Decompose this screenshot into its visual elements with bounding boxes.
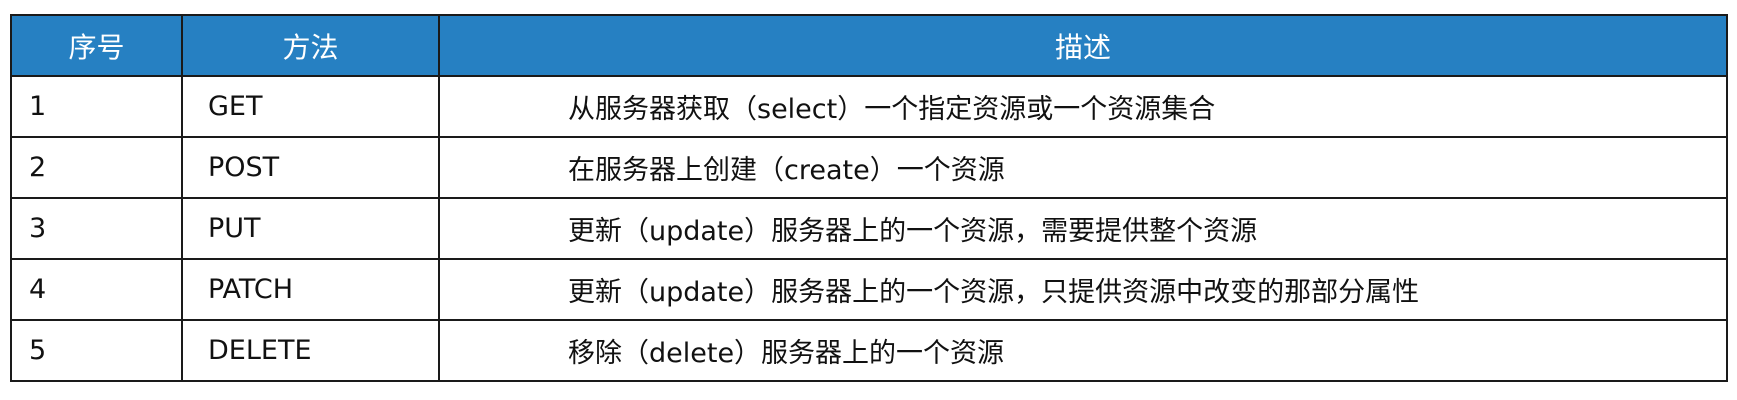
row-index: 5: [10, 319, 183, 382]
row-index: 2: [10, 136, 183, 199]
http-methods-table-container: 序号 方法 描述 1 GET 从服务器获取（select）一个指定资源或一个资源…: [10, 14, 1728, 382]
row-method: PATCH: [181, 258, 440, 321]
table-row: 1 GET 从服务器获取（select）一个指定资源或一个资源集合: [10, 75, 1728, 138]
row-description: 更新（update）服务器上的一个资源，需要提供整个资源: [438, 197, 1728, 260]
table-header: 序号 方法 描述: [10, 14, 1728, 77]
row-description: 在服务器上创建（create）一个资源: [438, 136, 1728, 199]
row-method: DELETE: [181, 319, 440, 382]
row-method: GET: [181, 75, 440, 138]
table-row: 5 DELETE 移除（delete）服务器上的一个资源: [10, 319, 1728, 382]
table-row: 3 PUT 更新（update）服务器上的一个资源，需要提供整个资源: [10, 197, 1728, 260]
row-description: 从服务器获取（select）一个指定资源或一个资源集合: [438, 75, 1728, 138]
http-methods-table: 序号 方法 描述 1 GET 从服务器获取（select）一个指定资源或一个资源…: [10, 14, 1728, 382]
row-index: 4: [10, 258, 183, 321]
row-description: 更新（update）服务器上的一个资源，只提供资源中改变的那部分属性: [438, 258, 1728, 321]
table-body: 1 GET 从服务器获取（select）一个指定资源或一个资源集合 2 POST…: [10, 75, 1728, 382]
table-row: 4 PATCH 更新（update）服务器上的一个资源，只提供资源中改变的那部分…: [10, 258, 1728, 321]
row-method: PUT: [181, 197, 440, 260]
row-description: 移除（delete）服务器上的一个资源: [438, 319, 1728, 382]
row-method: POST: [181, 136, 440, 199]
header-index: 序号: [10, 14, 183, 77]
header-method: 方法: [181, 14, 440, 77]
row-index: 1: [10, 75, 183, 138]
header-description: 描述: [438, 14, 1728, 77]
header-row: 序号 方法 描述: [10, 14, 1728, 77]
row-index: 3: [10, 197, 183, 260]
table-row: 2 POST 在服务器上创建（create）一个资源: [10, 136, 1728, 199]
